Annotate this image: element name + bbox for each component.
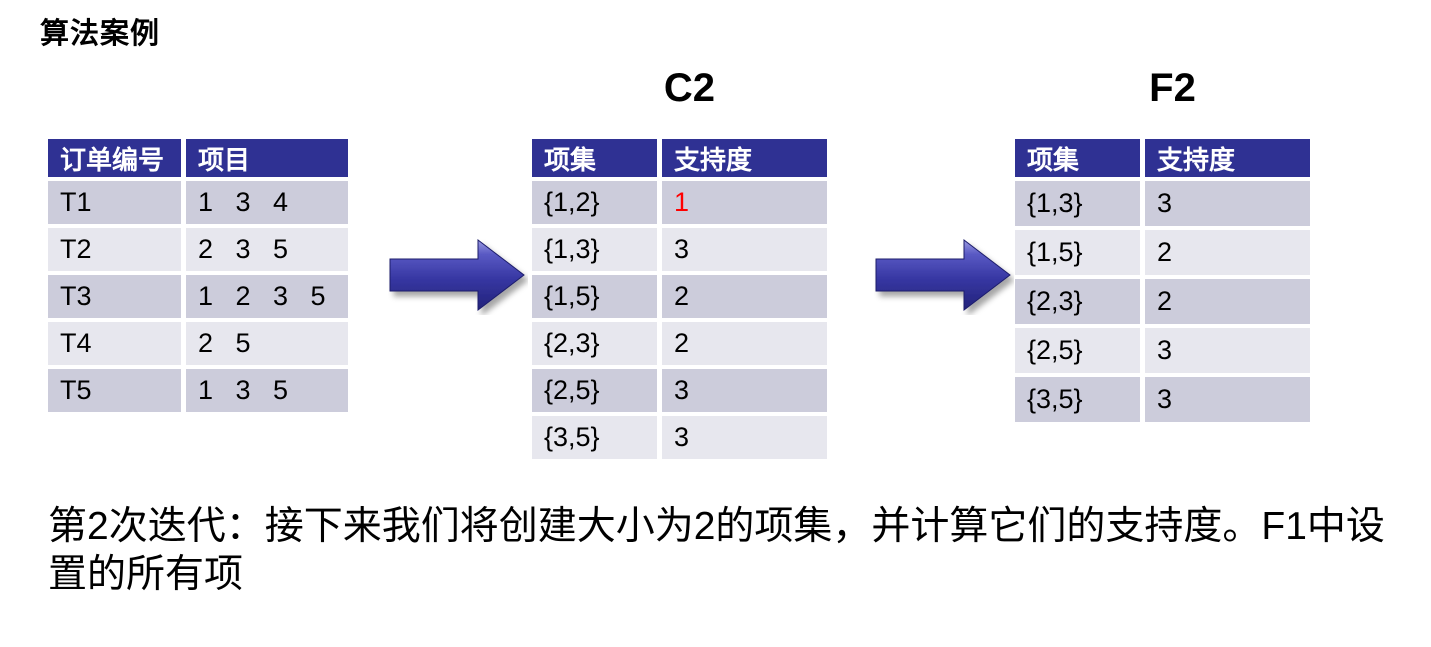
table-cell: {1,5}	[532, 275, 657, 318]
column-header: 支持度	[662, 139, 827, 177]
c2-table: 项集支持度 {1,2}1{1,3}3{1,5}2{2,3}2{2,5}3{3,5…	[527, 135, 832, 463]
table-cell: 2 3 5	[186, 228, 348, 271]
table-cell: 2	[662, 275, 827, 318]
c2-header-row: 项集支持度	[532, 139, 827, 177]
table-cell: {2,5}	[1015, 328, 1140, 373]
table-cell: 2	[1145, 230, 1310, 275]
f2-table: 项集支持度 {1,3}3{1,5}2{2,3}2{2,5}3{3,5}3	[1010, 135, 1315, 426]
table-cell: 1 3 5	[186, 369, 348, 412]
caption-line-1: 第2次迭代：接下来我们将创建大小为2的项集，并计算它们的支持度。F1中设	[48, 505, 1385, 548]
table-cell: 3	[1145, 377, 1310, 422]
table-row: {2,3}2	[532, 322, 827, 365]
f2-header-row: 项集支持度	[1015, 139, 1310, 177]
iteration-caption: 第2次迭代：接下来我们将创建大小为2的项集，并计算它们的支持度。F1中设 置的所…	[48, 503, 1385, 599]
table-cell: 2	[1145, 279, 1310, 324]
table-cell: {1,3}	[532, 228, 657, 271]
table-cell: T5	[48, 369, 181, 412]
table-cell: T1	[48, 181, 181, 224]
arrow-right-icon	[389, 238, 525, 312]
table-cell: 3	[1145, 328, 1310, 373]
table-row: {3,5}3	[532, 416, 827, 459]
table-cell: {2,3}	[532, 322, 657, 365]
table-row: {1,3}3	[532, 228, 827, 271]
table-label-c2: C2	[663, 66, 716, 110]
table-row: {1,5}2	[532, 275, 827, 318]
table-cell: {1,2}	[532, 181, 657, 224]
table-row: {1,3}3	[1015, 181, 1310, 226]
orders-header-row: 订单编号项目	[48, 139, 348, 177]
table-row: {2,3}2	[1015, 279, 1310, 324]
column-header: 支持度	[1145, 139, 1310, 177]
table-cell: 3	[1145, 181, 1310, 226]
table-cell: 3	[662, 416, 827, 459]
column-header: 项集	[1015, 139, 1140, 177]
table-cell: T4	[48, 322, 181, 365]
table-cell: 2 5	[186, 322, 348, 365]
table-cell: {3,5}	[1015, 377, 1140, 422]
table-cell: 2	[662, 322, 827, 365]
table-cell: T2	[48, 228, 181, 271]
table-row: {3,5}3	[1015, 377, 1310, 422]
table-cell: {1,3}	[1015, 181, 1140, 226]
table-cell: 1 2 3 5	[186, 275, 348, 318]
table-row: {1,2}1	[532, 181, 827, 224]
column-header: 项目	[186, 139, 348, 177]
caption-line-2: 置的所有项	[48, 553, 244, 596]
table-cell: T3	[48, 275, 181, 318]
table-label-f2: F2	[1149, 66, 1196, 110]
column-header: 订单编号	[48, 139, 181, 177]
table-cell: {2,5}	[532, 369, 657, 412]
page-title: 算法案例	[40, 18, 161, 50]
table-cell: {2,3}	[1015, 279, 1140, 324]
table-cell: 1	[662, 181, 827, 224]
table-row: {1,5}2	[1015, 230, 1310, 275]
table-row: {2,5}3	[1015, 328, 1310, 373]
table-cell: 3	[662, 369, 827, 412]
arrow-right-icon	[875, 238, 1011, 312]
table-row: {2,5}3	[532, 369, 827, 412]
table-cell: 1 3 4	[186, 181, 348, 224]
table-cell: 3	[662, 228, 827, 271]
column-header: 项集	[532, 139, 657, 177]
table-cell: {3,5}	[532, 416, 657, 459]
table-cell: {1,5}	[1015, 230, 1140, 275]
